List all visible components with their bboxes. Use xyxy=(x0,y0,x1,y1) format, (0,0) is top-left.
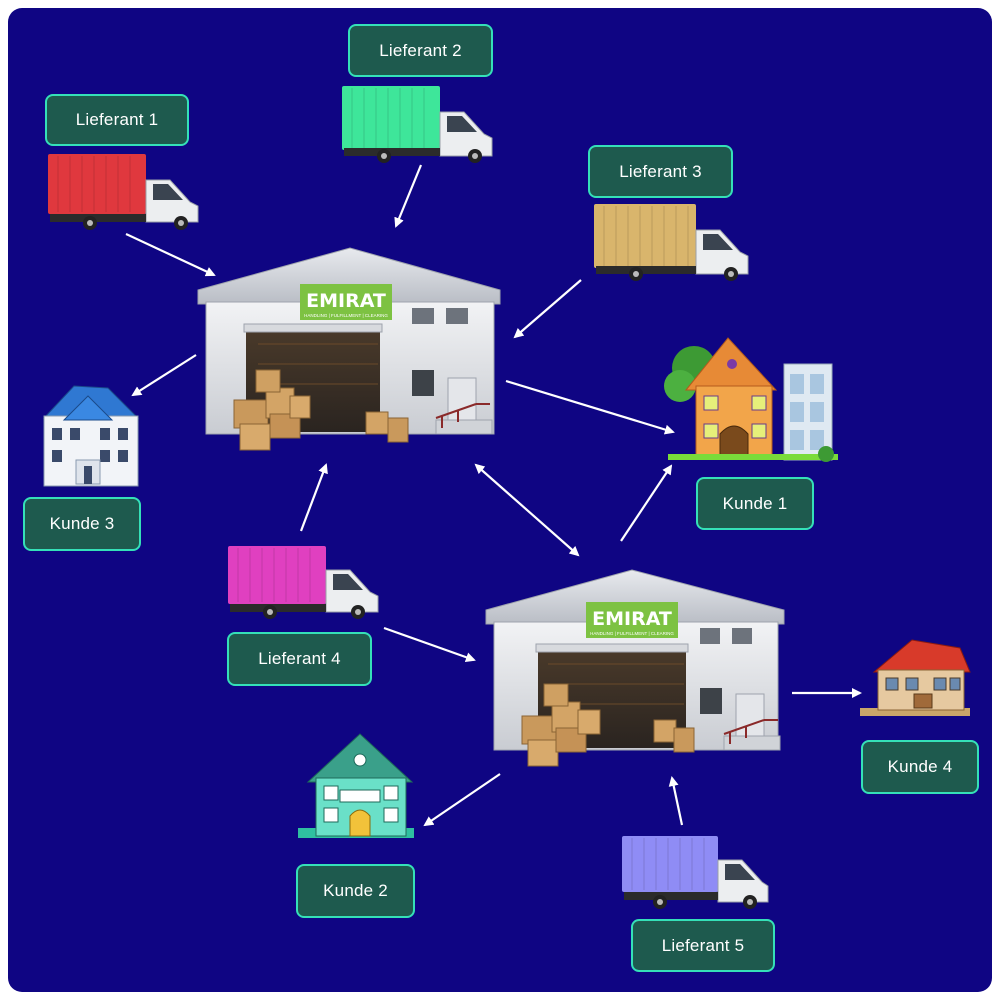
label-text: Lieferant 5 xyxy=(661,935,745,955)
flow-arrows xyxy=(125,164,862,827)
house-kunde-1 xyxy=(664,337,838,462)
brand-name: EMIRAT xyxy=(306,290,386,312)
arrow-warehouse1-warehouse2 xyxy=(474,463,580,557)
warehouse-1: EMIRAT HANDLING | FULFILLMENT | CLEARING xyxy=(197,247,501,451)
label-text: Lieferant 3 xyxy=(619,161,702,181)
truck-lieferant-1 xyxy=(48,154,199,230)
house-kunde-3 xyxy=(42,385,140,487)
arrow-warehouse1-to-kunde3 xyxy=(131,354,197,397)
arrow-lieferant3-to-warehouse1 xyxy=(513,279,582,339)
boxes-warehouse-2 xyxy=(521,683,695,767)
house-kunde-4 xyxy=(860,639,971,716)
truck-lieferant-4 xyxy=(228,546,379,619)
diagram-graphics: EMIRAT HANDLING | FULFILLMENT | CLEARING xyxy=(42,86,971,909)
arrow-lieferant4-to-warehouse1 xyxy=(299,463,328,532)
arrow-lieferant5-to-warehouse2 xyxy=(668,776,684,826)
brand-badge xyxy=(300,284,392,320)
label-kunde-1: Kunde 1 xyxy=(696,477,814,530)
truck-lieferant-5 xyxy=(622,836,769,909)
label-lieferant-4: Lieferant 4 xyxy=(227,632,372,686)
label-text: Kunde 3 xyxy=(49,514,115,533)
arrow-lieferant4-to-warehouse2 xyxy=(383,626,476,663)
truck-lieferant-2 xyxy=(342,86,493,163)
arrow-lieferant1-to-warehouse1 xyxy=(125,233,216,277)
label-lieferant-5: Lieferant 5 xyxy=(631,919,775,972)
brand-tagline: HANDLING | FULFILLMENT | CLEARING xyxy=(304,313,388,318)
house-kunde-2 xyxy=(298,733,414,838)
arrow-warehouse1-to-kunde1 xyxy=(505,379,675,435)
diagram-canvas: EMIRAT HANDLING | FULFILLMENT | CLEARING xyxy=(8,8,992,992)
arrow-lieferant2-to-warehouse1 xyxy=(394,164,423,228)
warehouse-2: EMIRAT HANDLING | FULFILLMENT | CLEARING xyxy=(485,569,785,767)
label-lieferant-3: Lieferant 3 xyxy=(588,145,733,198)
label-text: Lieferant 1 xyxy=(75,110,159,129)
arrow-warehouse2-to-kunde2 xyxy=(423,773,501,827)
brand-badge xyxy=(586,602,678,638)
label-text: Lieferant 2 xyxy=(379,40,462,60)
brand-tagline: HANDLING | FULFILLMENT | CLEARING xyxy=(590,631,674,636)
label-kunde-4: Kunde 4 xyxy=(861,740,979,794)
boxes-warehouse-1 xyxy=(233,369,409,451)
label-text: Lieferant 4 xyxy=(258,649,341,668)
label-text: Kunde 4 xyxy=(887,757,953,776)
label-text: Kunde 2 xyxy=(323,881,388,900)
label-kunde-3: Kunde 3 xyxy=(23,497,141,551)
label-lieferant-1: Lieferant 1 xyxy=(45,94,189,146)
arrow-warehouse2-to-kunde1 xyxy=(620,464,673,542)
brand-name: EMIRAT xyxy=(592,608,672,630)
label-kunde-2: Kunde 2 xyxy=(296,864,415,918)
label-text: Kunde 1 xyxy=(722,493,788,513)
truck-lieferant-3 xyxy=(594,204,749,281)
label-lieferant-2: Lieferant 2 xyxy=(348,24,493,77)
